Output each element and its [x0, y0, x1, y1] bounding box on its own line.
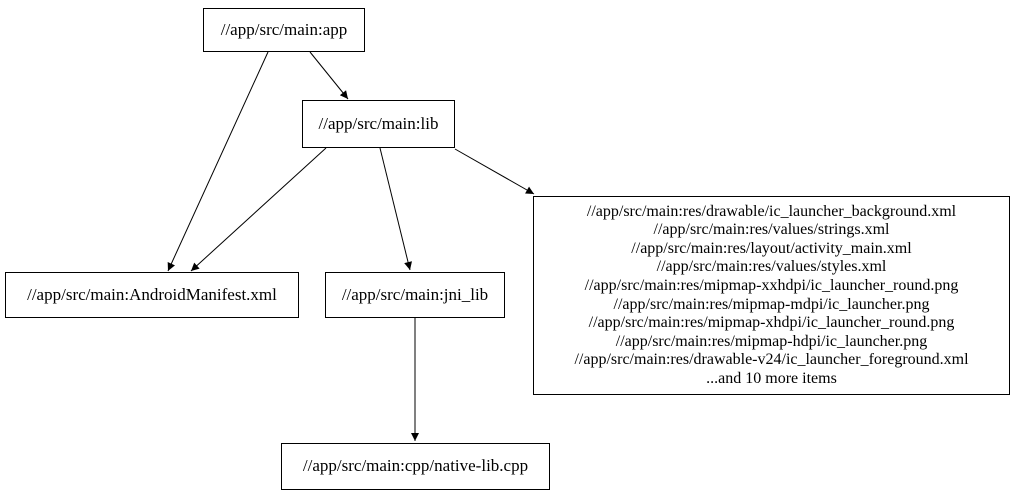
node-android-manifest-label: //app/src/main:AndroidManifest.xml: [27, 284, 277, 304]
node-native-lib: //app/src/main:cpp/native-lib.cpp: [281, 443, 550, 490]
res-group-line: //app/src/main:res/drawable/ic_launcher_…: [586, 202, 957, 220]
node-app-label: //app/src/main:app: [220, 19, 348, 39]
node-lib: //app/src/main:lib: [302, 100, 455, 148]
res-group-line: //app/src/main:res/mipmap-hdpi/ic_launch…: [615, 332, 928, 350]
edge-lib-to-res-group: [454, 148, 535, 195]
node-app: //app/src/main:app: [203, 8, 365, 52]
res-group-line: //app/src/main:res/mipmap-xhdpi/ic_launc…: [588, 314, 955, 332]
node-res-group: //app/src/main:res/drawable/ic_launcher_…: [533, 196, 1010, 395]
res-group-line: //app/src/main:res/drawable-v24/ic_launc…: [574, 351, 969, 369]
node-android-manifest: //app/src/main:AndroidManifest.xml: [5, 272, 299, 318]
node-jni-lib-label: //app/src/main:jni_lib: [341, 284, 489, 304]
node-jni-lib: //app/src/main:jni_lib: [325, 272, 505, 318]
res-group-line: //app/src/main:res/values/strings.xml: [653, 221, 890, 239]
edge-app-to-manifest: [167, 51, 269, 272]
edge-lib-to-jni-lib: [379, 147, 412, 271]
node-lib-label: //app/src/main:lib: [318, 113, 439, 133]
res-group-line: //app/src/main:res/layout/activity_main.…: [631, 239, 912, 257]
res-group-line: //app/src/main:res/mipmap-xxhdpi/ic_laun…: [584, 276, 959, 294]
res-group-line: //app/src/main:res/values/styles.xml: [656, 258, 887, 276]
node-native-lib-label: //app/src/main:cpp/native-lib.cpp: [302, 456, 529, 476]
res-group-more-items: ...and 10 more items: [706, 369, 837, 387]
edge-app-to-lib: [309, 51, 349, 100]
edge-lib-to-manifest: [190, 147, 327, 272]
res-group-line: //app/src/main:res/mipmap-mdpi/ic_launch…: [613, 295, 930, 313]
